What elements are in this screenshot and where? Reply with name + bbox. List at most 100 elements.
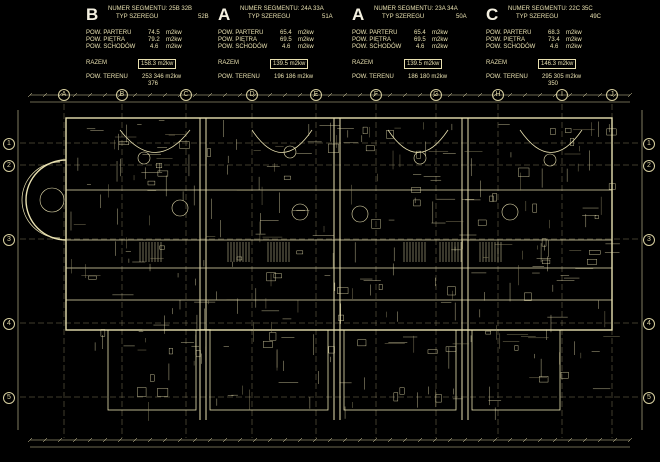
row-unit: m2kw [432, 30, 448, 36]
razem-label: RAZEM [86, 60, 107, 66]
building-outline [65, 117, 613, 331]
row-label: POW. PARTERU [486, 30, 532, 36]
numer-values: 25B 32B [169, 6, 193, 12]
detail-rect [393, 392, 399, 402]
typ-label: TYP SZEREGU [516, 14, 559, 20]
row-unit: m2kw [566, 30, 582, 36]
dim-tick [327, 437, 333, 443]
row-label: POW. PIĘTRA [352, 37, 392, 43]
row-value: 69.5 [280, 37, 292, 43]
detail-rect [357, 339, 367, 347]
razem-label: RAZEM [352, 60, 373, 66]
razem-value: 158.3 m2kw [138, 59, 177, 69]
dim-tick [462, 437, 468, 443]
detail-rect [524, 292, 532, 301]
detail-rect [489, 195, 494, 202]
axis-marker: 3 [643, 234, 655, 246]
row-label: POW. PIĘTRA [86, 37, 126, 43]
numer-values: 23A 34A [435, 6, 458, 12]
segment-letter: A [218, 5, 231, 24]
garage-block [471, 329, 561, 411]
dim-tick [507, 92, 513, 98]
row-label: POW. PIĘTRA [486, 37, 526, 43]
row-label: POW. PARTERU [352, 30, 398, 36]
axis-marker: 1 [3, 138, 15, 150]
dim-tick [267, 92, 273, 98]
segment-info-2: A NUMER SEGMENTU: 24A 33A TYP SZEREGU 51… [218, 5, 333, 81]
typ-label: TYP SZEREGU [248, 14, 291, 20]
axis-marker: 1 [643, 138, 655, 150]
teren-extra: 350 [548, 81, 559, 87]
detail-rect [195, 349, 201, 358]
row-value: 79.2 [148, 37, 160, 43]
detail-rect [560, 371, 569, 379]
detail-rect [416, 150, 421, 159]
garage-block [107, 329, 197, 411]
detail-rect [589, 250, 601, 255]
furniture-table [283, 145, 297, 159]
row-value: 4.6 [282, 44, 291, 50]
razem-value: 139.5 m2kw [404, 59, 443, 69]
dim-tick [522, 437, 528, 443]
numer-label: NUMER SEGMENTU [508, 6, 566, 12]
row-unit: m2kw [566, 44, 582, 50]
dim-tick [297, 92, 303, 98]
detail-rect [447, 286, 456, 296]
segment-info-1: B NUMER SEGMENTU: 25B 32B TYP SZEREGU 52… [86, 5, 209, 88]
detail-rect [159, 245, 165, 250]
detail-rect [283, 175, 291, 180]
detail-rect [88, 275, 97, 280]
detail-rect [263, 341, 273, 348]
dim-tick [72, 92, 78, 98]
dim-tick [177, 437, 183, 443]
dim-tick [357, 437, 363, 443]
dim-tick [582, 92, 588, 98]
row-label: POW. SCHODÓW [218, 44, 268, 50]
detail-rect [435, 394, 442, 403]
detail-rect [445, 346, 457, 352]
detail-rect [542, 259, 551, 264]
detail-rect [328, 143, 339, 153]
detail-rect [565, 128, 572, 133]
detail-rect [606, 128, 617, 136]
dim-tick [192, 437, 198, 443]
axis-marker: B [116, 89, 128, 101]
razem-value: 146.3 m2kw [538, 59, 577, 69]
dim-tick [507, 437, 513, 443]
row-unit: m2kw [298, 44, 314, 50]
dim-tick [222, 92, 228, 98]
dim-tick [207, 92, 213, 98]
dim-tick [402, 92, 408, 98]
teren-label: POW. TERENU [352, 74, 394, 80]
dim-tick [597, 437, 603, 443]
row-label: POW. PIĘTRA [218, 37, 258, 43]
typ-label: TYP SZEREGU [382, 14, 425, 20]
dim-tick [492, 437, 498, 443]
dim-tick [192, 92, 198, 98]
detail-rect [518, 167, 530, 177]
numer-label: NUMER SEGMENTU [374, 6, 432, 12]
axis-marker: 4 [3, 318, 15, 330]
detail-rect [362, 126, 368, 134]
row-unit: m2kw [166, 37, 182, 43]
dim-tick [477, 437, 483, 443]
dim-tick [537, 437, 543, 443]
typ-label: TYP SZEREGU [116, 14, 159, 20]
row-unit: m2kw [432, 37, 448, 43]
teren-label: POW. TERENU [486, 74, 528, 80]
bay-arc [387, 129, 449, 153]
detail-rect [156, 163, 163, 169]
furniture-table [413, 151, 427, 165]
numer-label: NUMER SEGMENTU [240, 6, 298, 12]
row-unit: m2kw [432, 44, 448, 50]
detail-rect [147, 180, 156, 186]
axis-marker: 4 [643, 318, 655, 330]
dim-tick [102, 92, 108, 98]
axis-marker: G [430, 89, 442, 101]
detail-rect [570, 138, 574, 146]
dim-tick [147, 92, 153, 98]
dim-tick [162, 92, 168, 98]
dim-tick [87, 437, 93, 443]
detail-rect [296, 250, 304, 255]
furniture-table [171, 199, 189, 217]
